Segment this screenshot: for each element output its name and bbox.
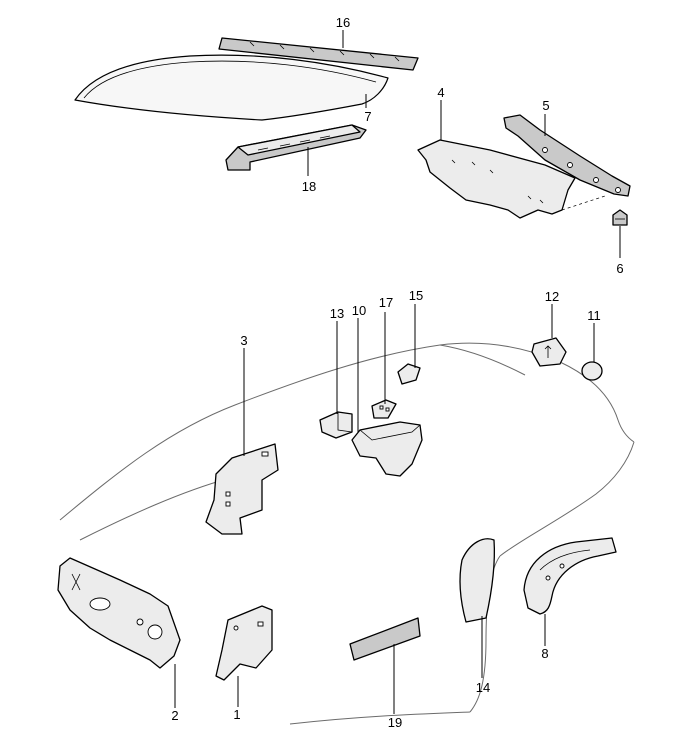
callout-8: 8 — [541, 646, 548, 661]
vehicle-body-outline — [59, 342, 635, 725]
callout-6: 6 — [616, 261, 623, 276]
callout-11: 11 — [587, 308, 601, 323]
callout-13: 13 — [330, 306, 344, 321]
callout-2: 2 — [171, 708, 178, 723]
part-7 — [74, 54, 389, 121]
part-5 — [503, 114, 631, 197]
callout-16: 16 — [336, 15, 350, 30]
part-6 — [612, 209, 628, 226]
callout-19: 19 — [388, 715, 402, 730]
callout-7: 7 — [364, 109, 371, 124]
callout-5: 5 — [542, 98, 549, 113]
part-2 — [57, 557, 181, 669]
callout-4: 4 — [437, 85, 444, 100]
part-11 — [581, 361, 603, 381]
part-15 — [397, 363, 421, 385]
part-8 — [523, 537, 617, 615]
part-10 — [351, 421, 423, 477]
callout-10: 10 — [352, 303, 366, 318]
part-16 — [218, 37, 419, 71]
part-4 — [417, 139, 606, 219]
part-19 — [349, 617, 421, 661]
callout-15: 15 — [409, 288, 423, 303]
part-1 — [215, 605, 273, 681]
part-14 — [459, 538, 496, 623]
callout-labels: 16 7 18 4 5 6 3 13 10 17 15 12 11 2 1 19… — [171, 15, 623, 730]
callout-14: 14 — [476, 680, 490, 695]
part-12 — [531, 337, 567, 367]
callout-1: 1 — [233, 707, 240, 722]
leader-lines — [174, 30, 621, 714]
part-17 — [371, 399, 397, 419]
callout-3: 3 — [240, 333, 247, 348]
part-3 — [205, 443, 279, 535]
callout-12: 12 — [545, 289, 559, 304]
callout-17: 17 — [379, 295, 393, 310]
part-18 — [225, 124, 367, 171]
part-13 — [319, 411, 353, 439]
callout-18: 18 — [302, 179, 316, 194]
